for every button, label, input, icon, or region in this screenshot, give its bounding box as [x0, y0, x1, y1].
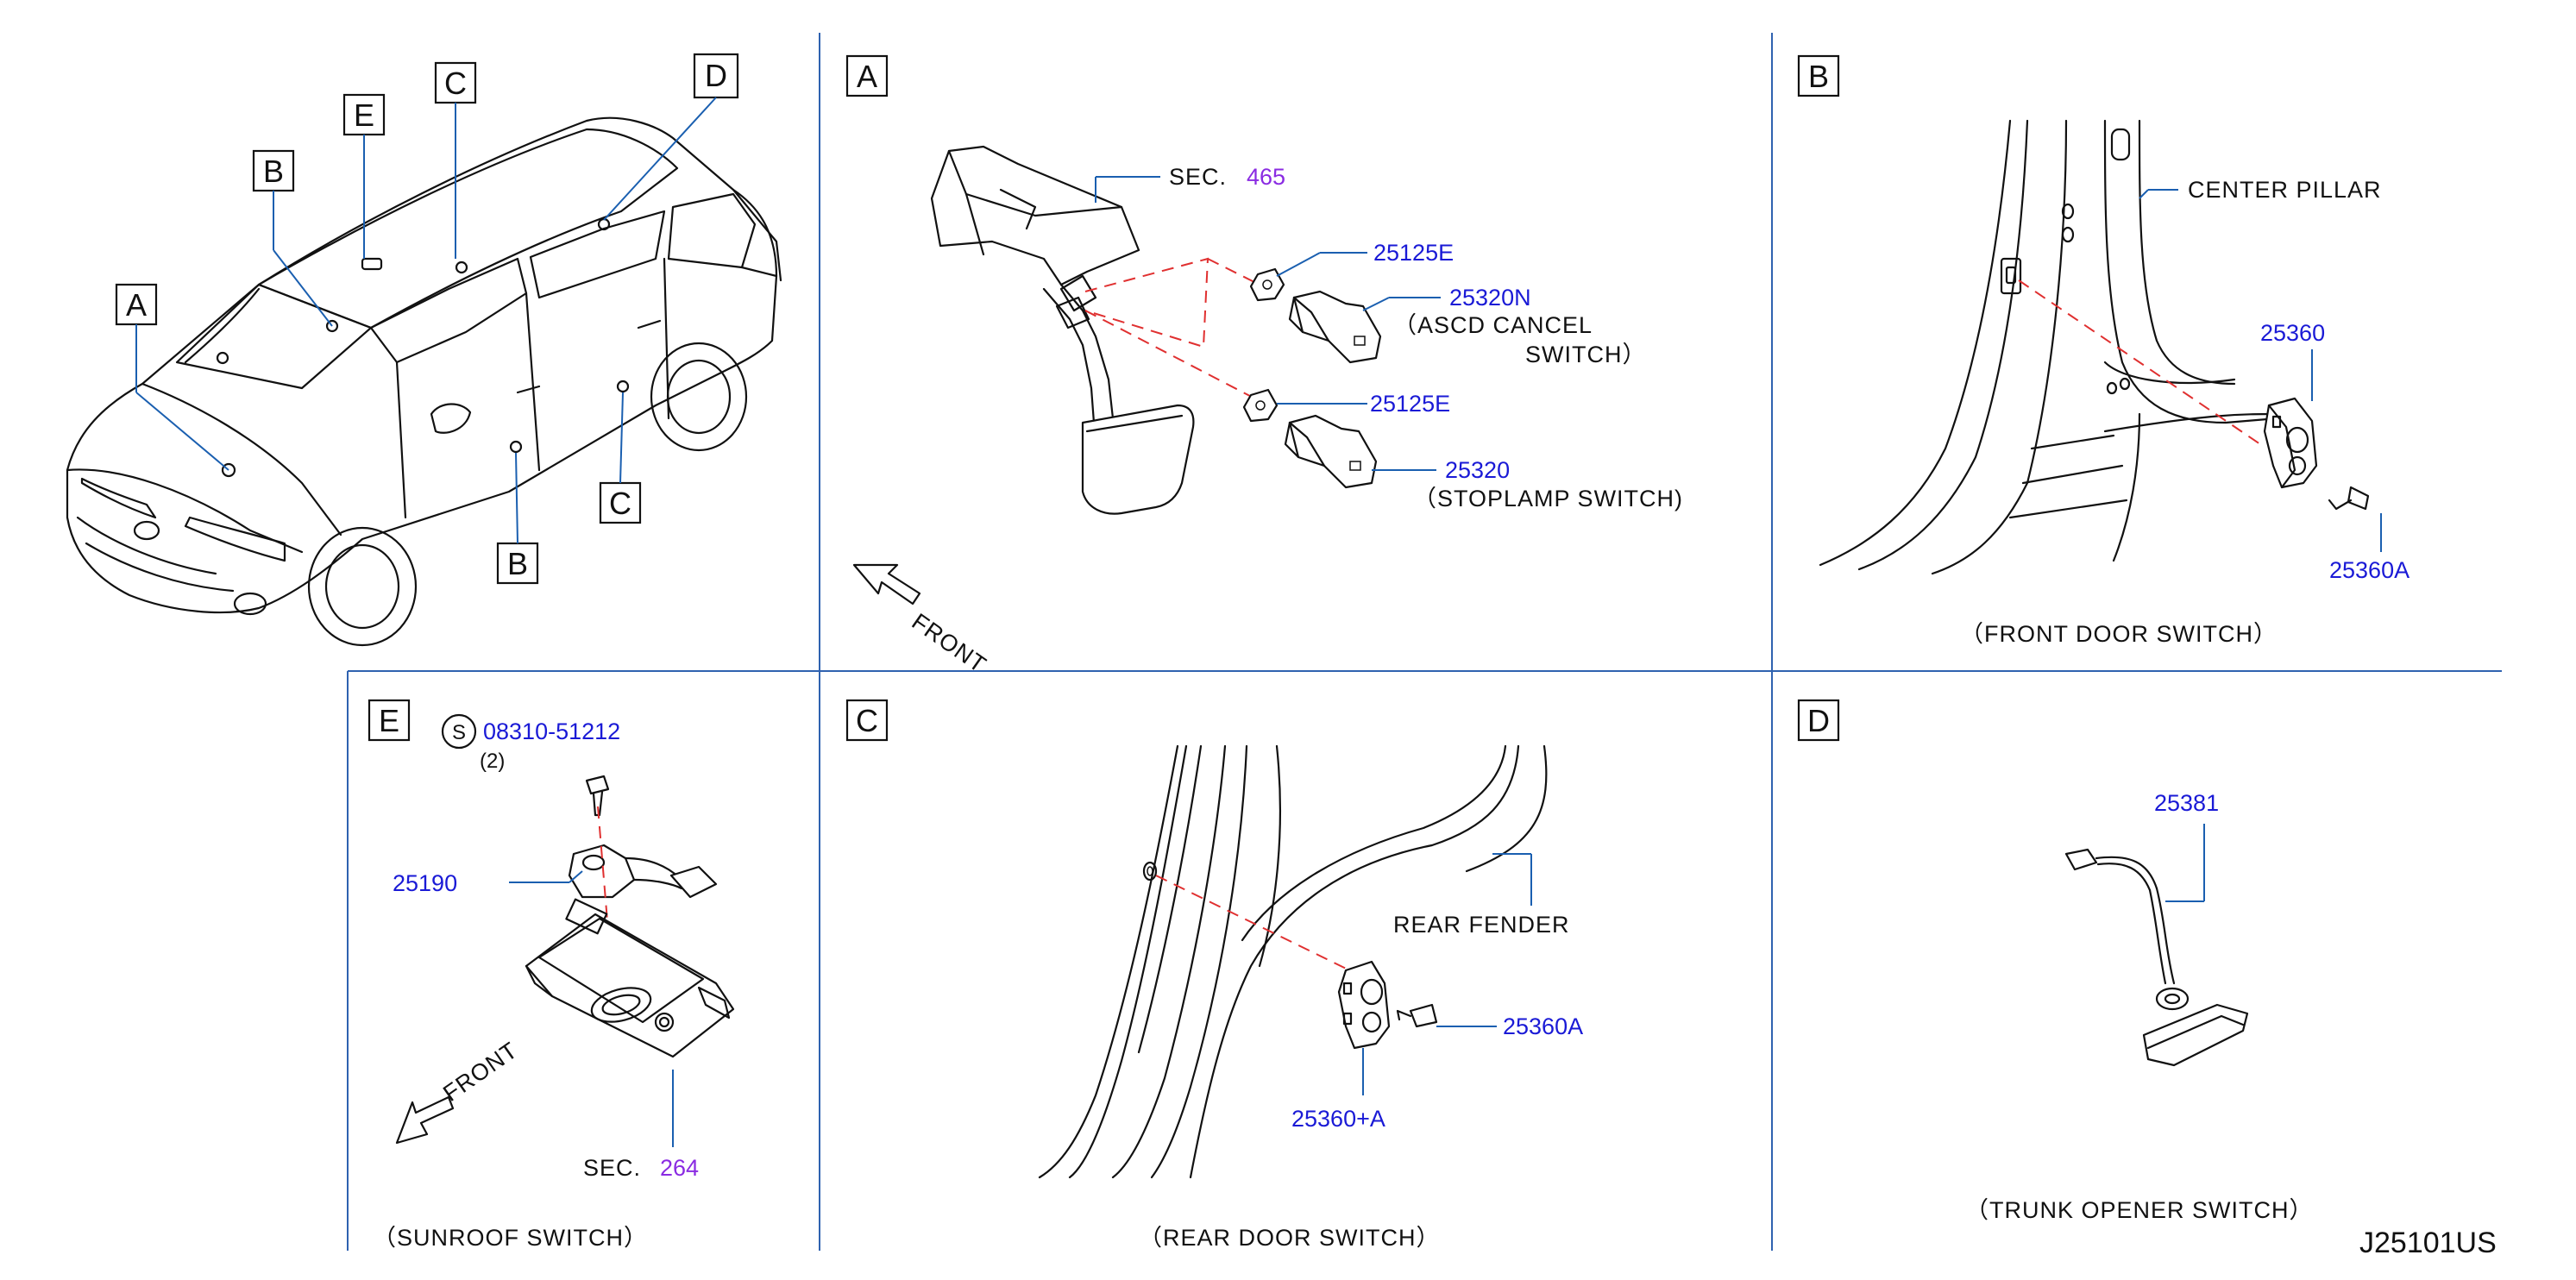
callout-b-letter: B [263, 154, 284, 189]
panel-c-rear-fender-label: REAR FENDER [1393, 912, 1570, 938]
panel-a-sec-prefix: SEC. [1169, 164, 1227, 190]
panel-c-letter: C [856, 703, 878, 738]
panel-a: A SEC. [845, 54, 1683, 678]
panel-e-letter: E [379, 703, 399, 738]
callout-e-letter: E [354, 97, 374, 133]
panel-e-front-label: FRONT [438, 1037, 522, 1107]
callout-c2-letter: C [609, 486, 631, 521]
car-callouts: A B C D E B C [115, 53, 739, 585]
panel-a-stoplamp-label: （STOPLAMP SWITCH) [1413, 486, 1683, 511]
panel-d-caption: （TRUNK OPENER SWITCH） [1965, 1197, 2314, 1223]
panel-e-sec-prefix: SEC. [583, 1155, 641, 1181]
panel-b-letter: B [1808, 59, 1829, 94]
callout-c-letter: C [444, 66, 467, 101]
panel-a-part-25320n: 25320N [1449, 285, 1531, 311]
panel-a-front-arrow-icon [852, 563, 921, 605]
panel-a-part-25320: 25320 [1445, 457, 1510, 483]
panel-e-part-25190: 25190 [393, 870, 457, 896]
callout-b2-letter: B [507, 546, 528, 581]
panel-c: C REAR FENDER 25360A 25360+A （REAR DO [845, 699, 1583, 1251]
panel-e-screw-qty: (2) [480, 750, 505, 773]
panel-e-screw-symbol: S [452, 721, 466, 744]
panel-b-caption: （FRONT DOOR SWITCH） [1960, 621, 2278, 647]
panel-e-screw-part: 08310-51212 [483, 718, 620, 744]
callout-d-letter: D [705, 58, 727, 93]
drawing-id: J25101US [2359, 1227, 2497, 1259]
panel-c-part-25360plusa: 25360+A [1291, 1106, 1385, 1132]
panel-a-part-25125e-top: 25125E [1373, 240, 1454, 266]
panel-d: D 25381 （TRUNK OPENER SWITCH） [1797, 699, 2314, 1223]
screw-symbol-icon [441, 713, 477, 750]
panel-b-part-25360a: 25360A [2329, 557, 2410, 583]
panel-c-part-25360a: 25360A [1503, 1013, 1583, 1039]
panel-b: B CENTER PILLAR 2536 [1797, 54, 2410, 647]
panel-c-caption: （REAR DOOR SWITCH） [1139, 1225, 1441, 1251]
panel-a-ascd-label-2: SWITCH） [1525, 342, 1646, 367]
panel-d-part-25381: 25381 [2154, 790, 2219, 816]
panel-a-sec-number: 465 [1247, 164, 1285, 190]
car-overview [66, 116, 782, 647]
panel-b-center-pillar-label: CENTER PILLAR [2188, 177, 2382, 203]
panel-dividers [347, 33, 2502, 1251]
panel-e: E S 08310-51212 (2) 25190 SEC. 264 [368, 699, 735, 1251]
panel-e-front-arrow-icon [395, 1095, 455, 1145]
panel-e-caption: （SUNROOF SWITCH） [373, 1225, 648, 1251]
panel-b-part-25360: 25360 [2260, 320, 2325, 346]
callout-a-letter: A [126, 287, 147, 323]
panel-e-sec-number: 264 [660, 1155, 699, 1181]
panel-a-ascd-label: （ASCD CANCEL [1393, 312, 1593, 338]
panel-a-front-label: FRONT [908, 608, 991, 678]
panel-d-letter: D [1807, 703, 1830, 738]
panel-a-part-25125e-bottom: 25125E [1370, 391, 1450, 417]
panel-a-letter: A [857, 59, 877, 94]
